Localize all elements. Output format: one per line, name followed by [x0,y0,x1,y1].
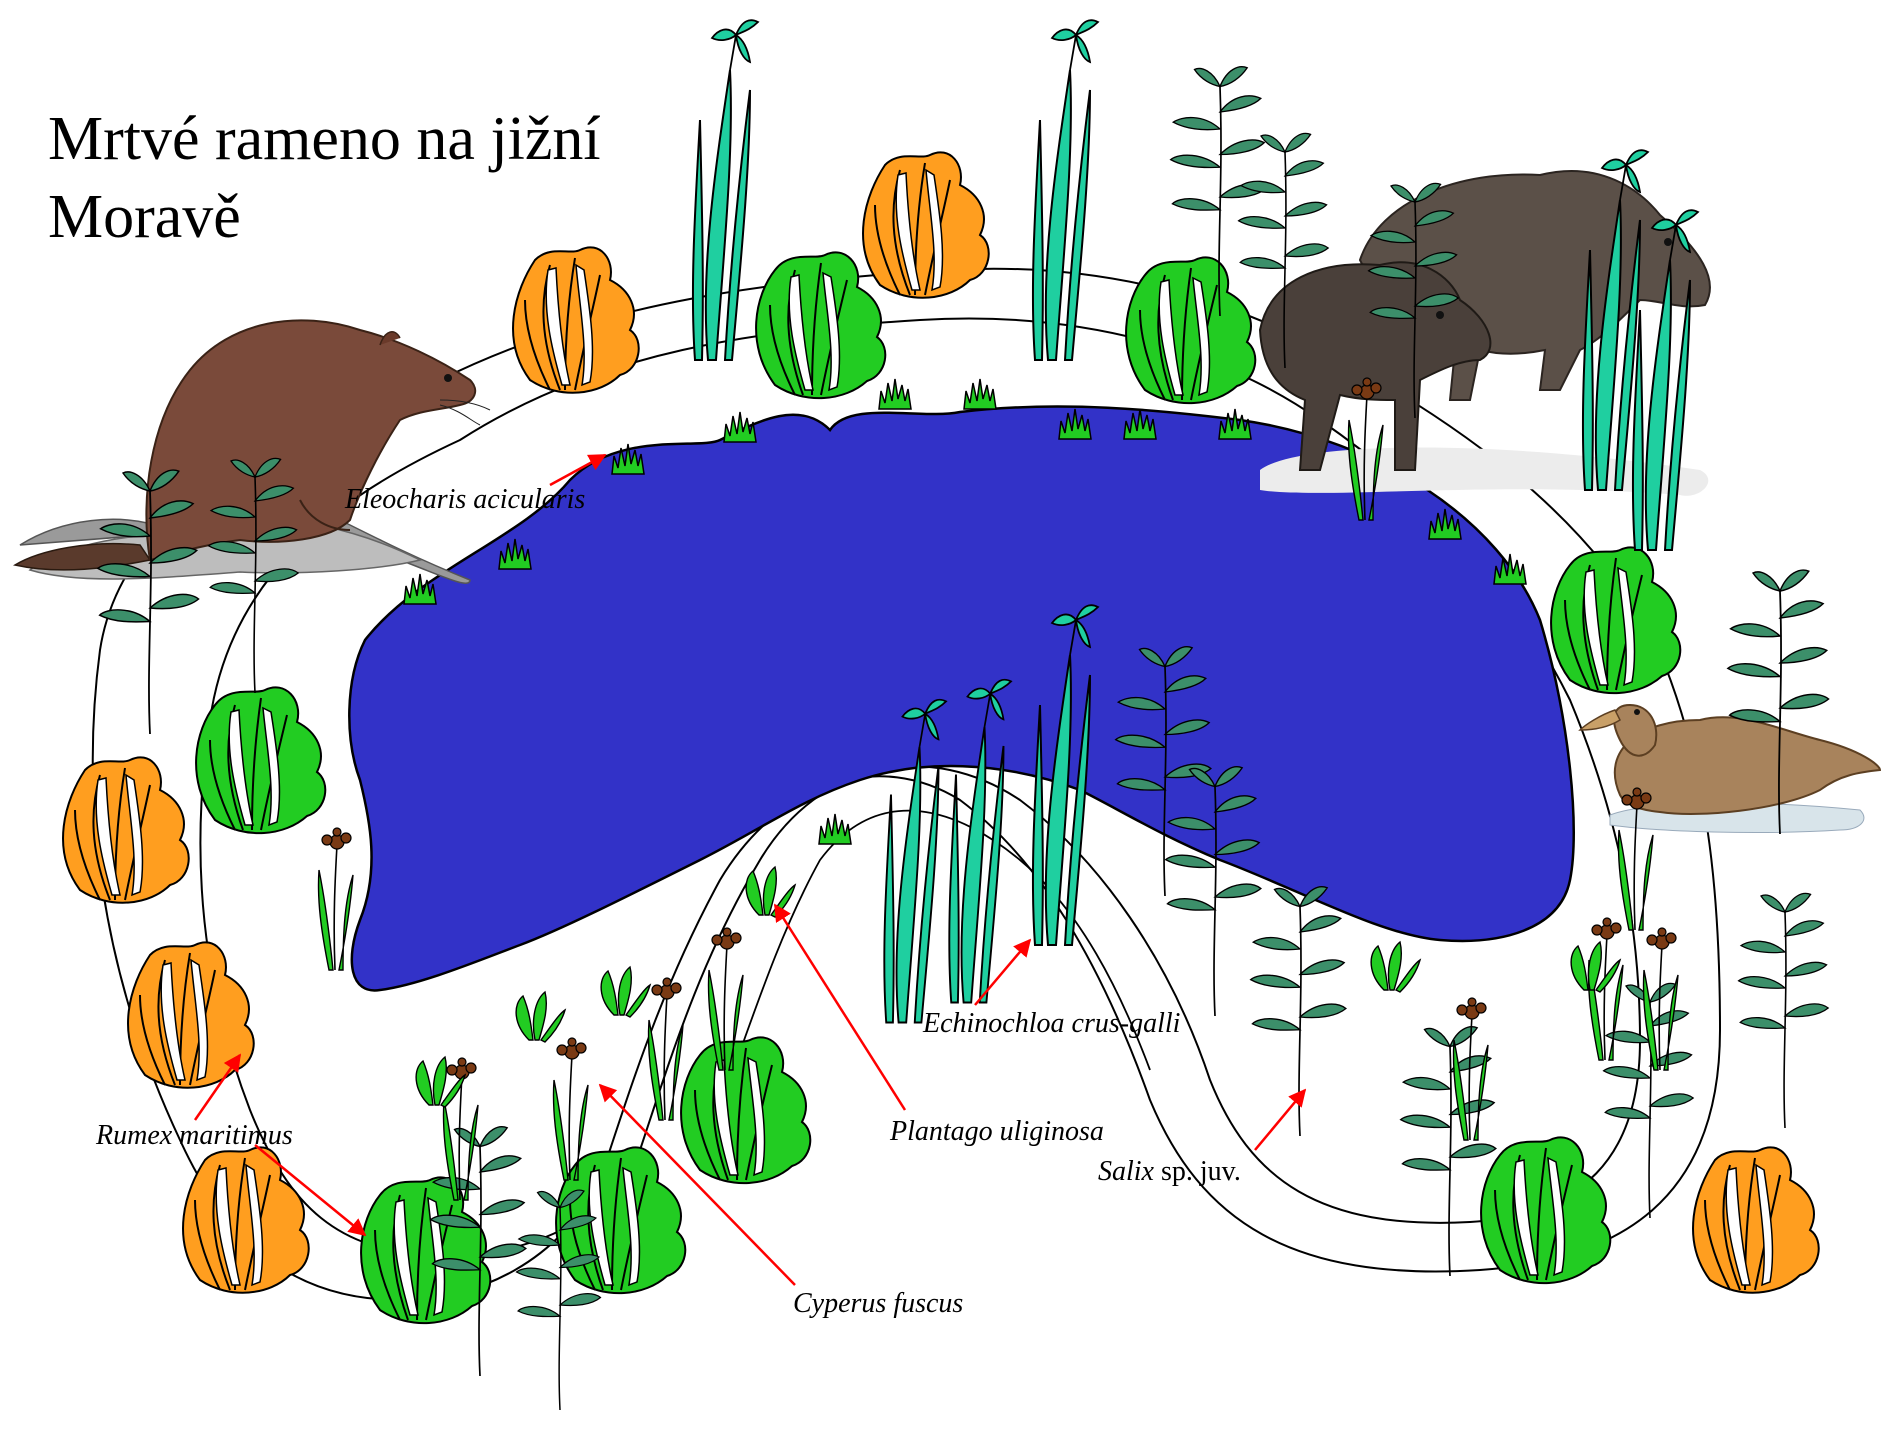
duck-illustration [1580,705,1880,832]
label-eleocharis: Eleocharis acicularis [345,484,585,516]
label-salix-rest: sp. juv. [1154,1156,1241,1187]
label-salix-genus: Salix [1098,1156,1154,1187]
title-line-2: Moravě [48,183,241,251]
label-plantago: Plantago uliginosa [890,1116,1104,1148]
beaver-illustration [15,320,490,583]
label-echinochloa: Echinochloa crus-galli [923,1008,1180,1040]
title-line-1: Mrtvé rameno na jižní [48,105,601,173]
label-rumex: Rumex maritimus [96,1120,293,1152]
label-cyperus: Cyperus fuscus [793,1288,963,1320]
label-salix: Salix sp. juv. [1098,1156,1241,1188]
